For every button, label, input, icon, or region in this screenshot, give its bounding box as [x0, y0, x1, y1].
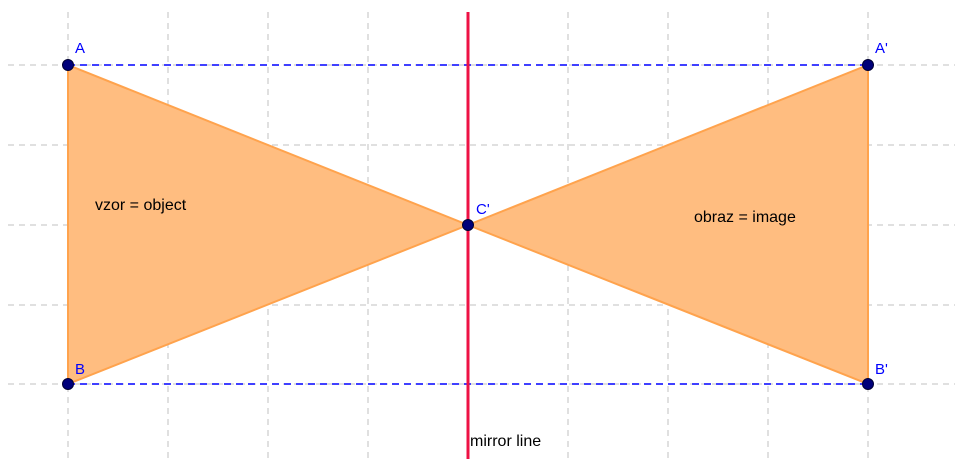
mirror-line-label: mirror line: [470, 433, 541, 450]
object-label: vzor = object: [95, 197, 187, 214]
label-b: B: [75, 361, 85, 378]
image-label: obraz = image: [694, 209, 796, 226]
label-c-prime: C': [476, 201, 490, 218]
label-b-prime: B': [875, 361, 888, 378]
point-b-prime: [862, 378, 874, 390]
label-a: A: [75, 40, 85, 57]
image-triangle: [465, 63, 869, 386]
point-a: [62, 59, 74, 71]
label-a-prime: A': [875, 40, 888, 57]
point-a-prime: [862, 59, 874, 71]
object-triangle: [67, 63, 471, 386]
point-b: [62, 378, 74, 390]
point-c-prime: [462, 219, 474, 231]
